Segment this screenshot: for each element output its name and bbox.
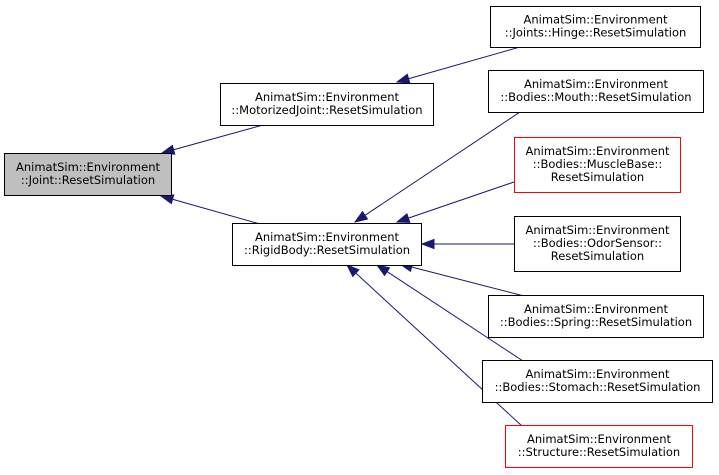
node-musclebase[interactable]: AnimatSim::Environment::Bodies::MuscleBa… <box>514 137 681 193</box>
node-label-line: AnimatSim::Environment <box>16 160 160 174</box>
edge-line <box>364 111 521 216</box>
node-label-line: ::Bodies::MuscleBase:: <box>533 157 663 171</box>
edge-line <box>173 124 264 151</box>
node-box <box>4 153 172 196</box>
node-box <box>220 83 434 126</box>
arrowhead-icon <box>395 213 411 223</box>
node-box <box>482 360 713 403</box>
node-label-line: AnimatSim::Environment <box>527 432 671 446</box>
node-box <box>514 137 681 193</box>
node-label-line: ::Joints::Hinge::ResetSimulation <box>505 26 687 40</box>
node-label-line: ResetSimulation <box>551 249 644 263</box>
edge-line <box>408 46 521 80</box>
edge-odorsensor-to-rigidbody <box>420 238 514 250</box>
node-label-line: AnimatSim::Environment <box>255 90 399 104</box>
node-label-line: AnimatSim::Environment <box>255 230 399 244</box>
node-label-line: ::Bodies::OdorSensor:: <box>533 236 662 250</box>
arrowhead-icon <box>395 73 411 84</box>
edge-line <box>411 266 525 297</box>
node-label-line: AnimatSim::Environment <box>524 302 668 316</box>
arrowhead-icon <box>375 264 391 277</box>
edge-spring-to-rigidbody <box>398 262 525 297</box>
node-spring[interactable]: AnimatSim::Environment::Bodies::Spring::… <box>488 295 704 338</box>
node-label-line: ::MotorizedJoint::ResetSimulation <box>231 103 422 117</box>
node-box <box>488 295 704 338</box>
arrowhead-icon <box>345 264 360 278</box>
node-box <box>488 70 704 113</box>
node-box <box>514 216 681 272</box>
node-label-line: ::Bodies::Mouth::ResetSimulation <box>500 90 691 104</box>
edge-hinge-to-motorized <box>395 46 521 84</box>
node-mouth[interactable]: AnimatSim::Environment::Bodies::Mouth::R… <box>488 70 704 113</box>
node-odorsensor[interactable]: AnimatSim::Environment::Bodies::OdorSens… <box>514 216 681 272</box>
node-label-line: ::Bodies::Spring::ResetSimulation <box>500 315 692 329</box>
edge-line <box>172 198 261 225</box>
nodes-layer: AnimatSim::Environment::Joint::ResetSimu… <box>4 6 713 468</box>
node-box <box>232 223 422 266</box>
node-box <box>490 6 701 48</box>
node-label-line: AnimatSim::Environment <box>524 13 668 27</box>
node-label-line: ::Joint::ResetSimulation <box>21 173 155 187</box>
node-label-line: AnimatSim::Environment <box>526 367 670 381</box>
node-motorized[interactable]: AnimatSim::Environment::MotorizedJoint::… <box>220 83 434 126</box>
node-stomach[interactable]: AnimatSim::Environment::Bodies::Stomach:… <box>482 360 713 403</box>
node-joint[interactable]: AnimatSim::Environment::Joint::ResetSimu… <box>4 153 172 196</box>
node-box <box>505 425 693 468</box>
node-label-line: ::Structure::ResetSimulation <box>518 445 680 459</box>
arrowhead-icon <box>159 194 175 205</box>
node-label-line: AnimatSim::Environment <box>526 223 670 237</box>
arrowhead-icon <box>353 210 369 223</box>
edge-stomach-to-rigidbody <box>375 264 524 362</box>
arrowhead-icon <box>420 238 435 250</box>
node-hinge[interactable]: AnimatSim::Environment::Joints::Hinge::R… <box>490 6 701 48</box>
node-label-line: ::Bodies::Stomach::ResetSimulation <box>495 380 701 394</box>
arrowhead-icon <box>160 144 176 155</box>
edge-rigidbody-to-joint <box>159 194 261 225</box>
node-rigidbody[interactable]: AnimatSim::Environment::RigidBody::Reset… <box>232 223 422 266</box>
edge-mouth-to-rigidbody <box>353 111 521 223</box>
node-structure[interactable]: AnimatSim::Environment::Structure::Reset… <box>505 425 693 468</box>
edge-musclebase-to-rigidbody <box>395 181 515 223</box>
edge-motorized-to-joint <box>160 124 264 155</box>
node-label-line: AnimatSim::Environment <box>526 144 670 158</box>
node-label-line: AnimatSim::Environment <box>524 77 668 91</box>
edges-layer <box>159 46 525 427</box>
node-label-line: ::RigidBody::ResetSimulation <box>244 243 410 257</box>
edge-line <box>408 181 515 219</box>
edge-line <box>386 271 524 362</box>
node-label-line: ResetSimulation <box>551 170 644 184</box>
